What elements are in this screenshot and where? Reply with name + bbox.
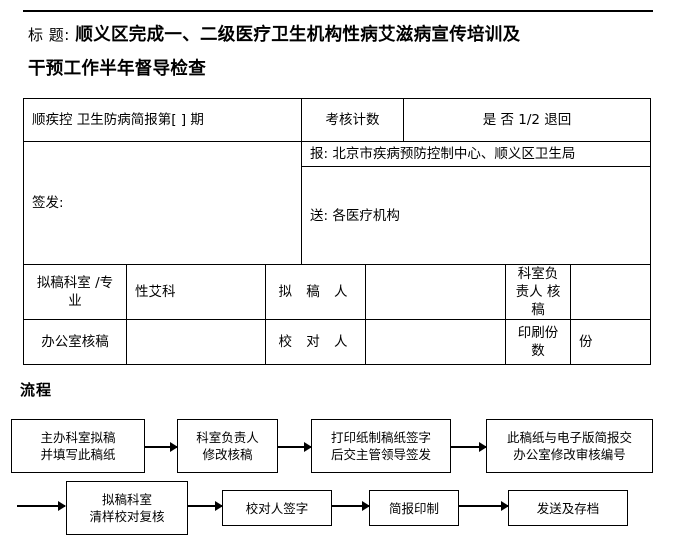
flow-step-1[interactable]: 主办科室拟稿 并填写此稿纸 [11, 419, 145, 473]
flow-step-3[interactable]: 打印纸制稿纸签字 后交主管领导签发 [311, 419, 451, 473]
form-row-drafting: 拟稿科室 /专业 性艾科 拟 稿 人 科室负责人 核稿 [23, 264, 652, 320]
flow-section-heading: 流程 [20, 381, 53, 399]
proofreader-value-cell[interactable] [365, 319, 507, 365]
flow-step-5[interactable]: 拟稿科室 清样校对复核 [66, 481, 188, 535]
title-label: 标 题: [28, 26, 70, 44]
form-row-office-review: 办公室核稿 校 对 人 印刷份数 份 [23, 319, 652, 365]
flow-step-7-line1: 简报印制 [388, 500, 439, 516]
flow-step-2-line1: 科室负责人 [196, 430, 259, 445]
drafting-dept-value-cell[interactable]: 性艾科 [126, 264, 266, 320]
flow-step-3-line1: 打印纸制稿纸签字 [330, 430, 431, 445]
report-to-cell: 报: 北京市疾病预防控制中心、顺义区卫生局 [301, 141, 652, 167]
flow-step-5-line1: 拟稿科室 [101, 492, 152, 507]
flow-diagram: 主办科室拟稿 并填写此稿纸 科室负责人 修改核稿 打印纸制稿纸签字 后交主管领导… [0, 405, 676, 545]
drafting-dept-label-cell: 拟稿科室 /专业 [23, 264, 127, 320]
proofreader-label-cell: 校 对 人 [264, 319, 367, 365]
bulletin-form-table: 顺疾控 卫生防病简报第[ ] 期 考核计数 是 否 1/2 退回 签发: 报: … [22, 98, 652, 365]
flow-arrow-1-to-2 [145, 442, 178, 451]
title-line-1: 标 题: 顺义区完成一、二级医疗卫生机构性病艾滋病宣传培训及 [28, 18, 654, 52]
flow-step-1-line2: 并填写此稿纸 [40, 447, 116, 462]
assessment-label-cell: 考核计数 [301, 98, 405, 142]
print-count-label-cell: 印刷份数 [505, 319, 572, 365]
flow-step-4-line2: 办公室修改审核编号 [513, 447, 626, 462]
flow-arrow-7-to-8 [459, 501, 509, 510]
flow-step-8-line1: 发送及存档 [536, 500, 600, 516]
flow-step-7[interactable]: 简报印制 [369, 490, 459, 526]
flow-arrow-3-to-4 [451, 442, 487, 451]
flow-arrow-2-to-3 [278, 442, 312, 451]
flow-step-3-line2: 后交主管领导签发 [330, 447, 431, 462]
flow-step-6-line1: 校对人签字 [245, 500, 309, 516]
title-text-line-2: 干预工作半年督导检查 [28, 59, 206, 79]
flow-step-8[interactable]: 发送及存档 [508, 490, 628, 526]
form-row-sendto: 送: 各医疗机构 [24, 166, 652, 265]
assessment-options-cell[interactable]: 是 否 1/2 退回 [403, 98, 652, 142]
bulletin-number-cell[interactable]: 顺疾控 卫生防病简报第[ ] 期 [22, 98, 303, 142]
flow-arrow-6-to-7 [332, 501, 370, 510]
flow-step-4[interactable]: 此稿纸与电子版简报交 办公室修改审核编号 [486, 419, 653, 473]
flow-step-2-line2: 修改核稿 [202, 447, 253, 462]
flow-arrow-5-to-6 [188, 501, 223, 510]
dept-head-label-line1: 科室负责人 [515, 266, 559, 300]
title-line-2: 干预工作半年督导检查 [28, 52, 654, 86]
office-review-value-cell[interactable] [126, 319, 266, 365]
flow-step-5-line2: 清样校对复核 [89, 509, 165, 524]
document-title-block: 标 题: 顺义区完成一、二级医疗卫生机构性病艾滋病宣传培训及 干预工作半年督导检… [28, 18, 654, 86]
dept-head-label-cell: 科室负责人 核稿 [505, 264, 572, 320]
drafting-dept-label-line2: /专业 [68, 275, 114, 309]
dept-head-label-line2: 核稿 [531, 284, 561, 318]
dept-head-value-cell[interactable] [570, 264, 652, 320]
flow-step-1-line1: 主办科室拟稿 [40, 430, 116, 445]
issuer-cell[interactable]: 签发: [22, 141, 303, 265]
flow-arrow-4-to-5 [17, 501, 66, 510]
form-row-bulletin: 顺疾控 卫生防病简报第[ ] 期 考核计数 是 否 1/2 退回 [22, 98, 652, 142]
print-count-unit-cell[interactable]: 份 [570, 319, 652, 365]
send-to-cell: 送: 各医疗机构 [301, 166, 652, 265]
title-text-line-1: 顺义区完成一、二级医疗卫生机构性病艾滋病宣传培训及 [75, 25, 521, 45]
form-row-issuer-report: 签发: 报: 北京市疾病预防控制中心、顺义区卫生局 [22, 141, 652, 265]
drafting-dept-label-line1: 拟稿科室 [36, 275, 91, 291]
office-review-label-cell: 办公室核稿 [23, 319, 127, 365]
flow-step-4-line1: 此稿纸与电子版简报交 [506, 430, 632, 445]
drafter-value-cell[interactable] [365, 264, 507, 320]
drafter-label-cell: 拟 稿 人 [264, 264, 367, 320]
flow-step-6[interactable]: 校对人签字 [222, 490, 332, 526]
flow-step-2[interactable]: 科室负责人 修改核稿 [177, 419, 278, 473]
title-top-rule [23, 10, 653, 12]
